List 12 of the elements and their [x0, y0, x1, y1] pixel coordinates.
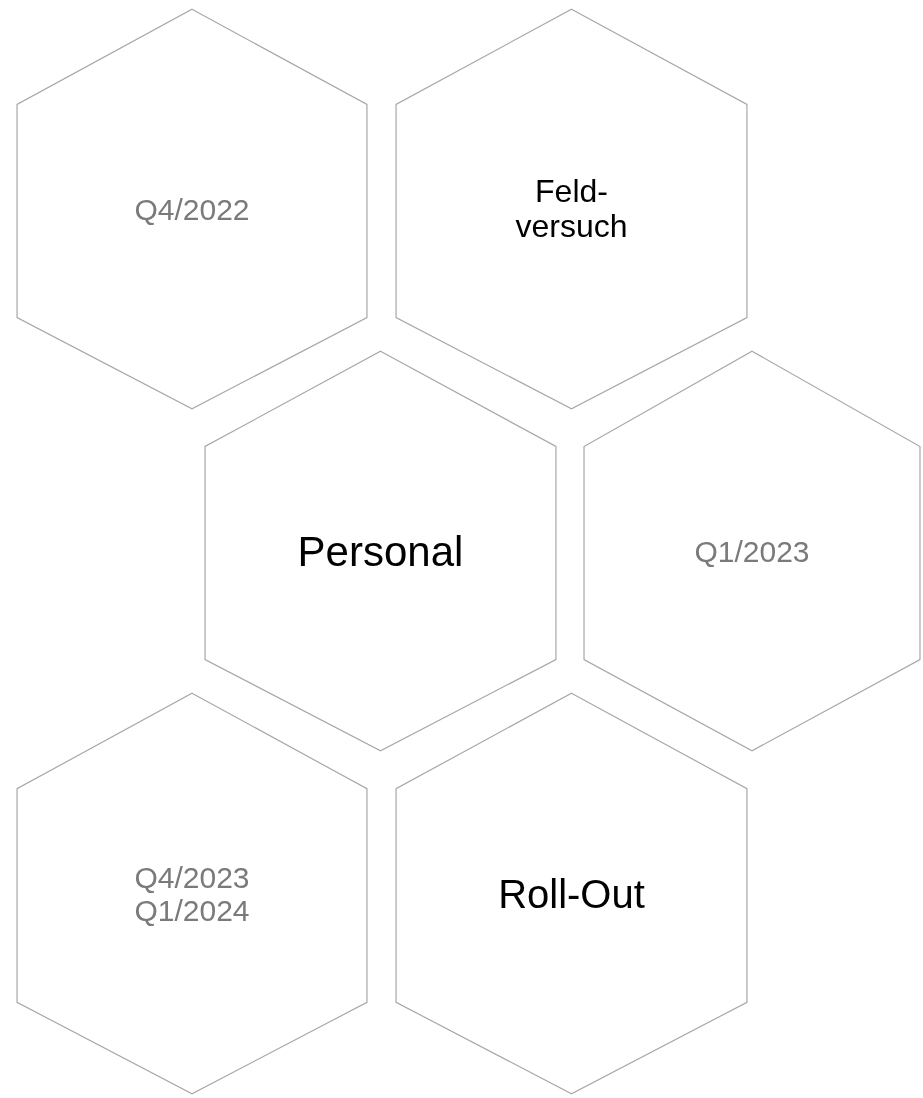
- hexagon: [204, 350, 557, 752]
- hexagon-label: Personal: [296, 526, 465, 577]
- hexagon: [395, 8, 748, 410]
- hexagon: [16, 8, 368, 410]
- hexagon: [395, 692, 748, 1095]
- hexagon: [583, 350, 921, 752]
- hexagon-label: Q4/2023 Q1/2024: [133, 860, 251, 927]
- hexagon-label: Roll-Out: [497, 870, 646, 918]
- hexagon-label: Q4/2022: [133, 191, 251, 228]
- hexagon: [16, 692, 368, 1095]
- hexagon-label: Q1/2023: [693, 533, 811, 570]
- hexagon-label: Feld- versuch: [514, 173, 629, 245]
